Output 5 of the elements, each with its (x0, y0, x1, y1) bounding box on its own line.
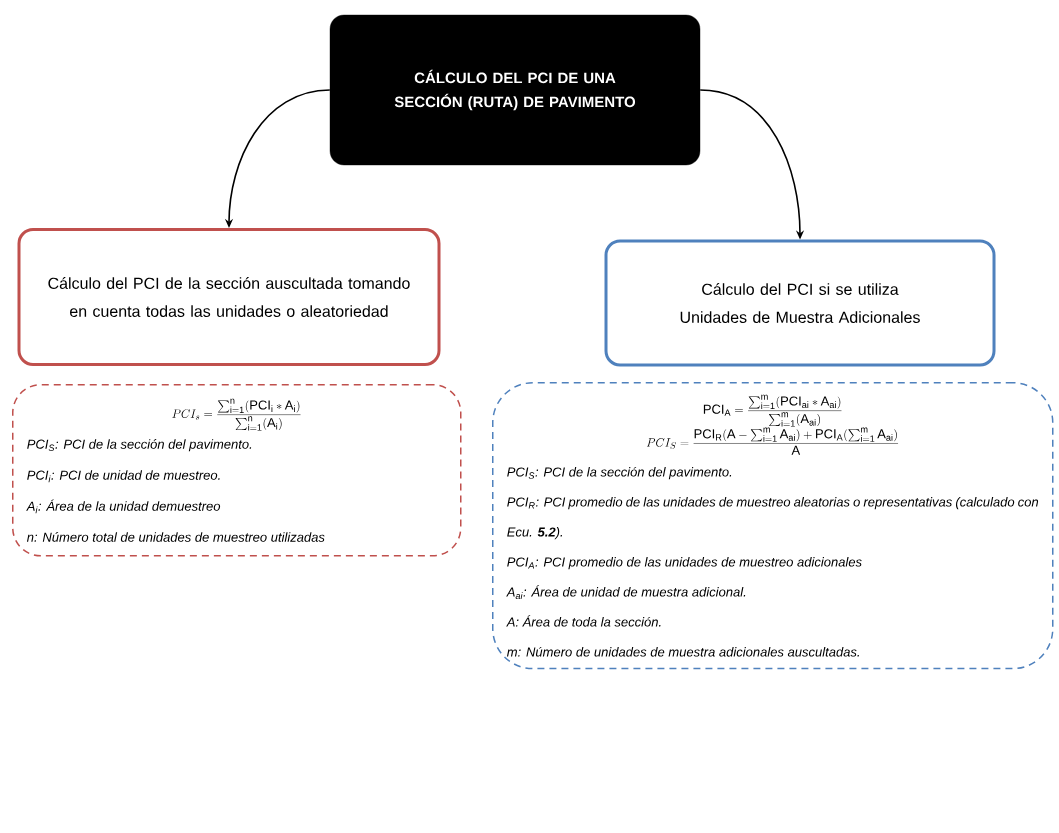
process-box: Cálculo del PCI si se utiliza Unidades de Muestra Adicionales (604, 239, 996, 367)
formula-box: $\mathrm{PCI_A} = \frac{\sum\nolimits_{\mathrm{i=1}}^{\mathrm{m}}(\mathrm{PCI_{ai}} * \mathrm{A_{ai}})}{\sum\nolimits_{\mathrm{i=1}}^{\mathrm{m}}(\mathrm{A_{ai}})}$ $PCI_S = \frac{\mathrm{PCI_R}(\mathrm{A} - \sum\nolimits_{\mathrm{i=1}}^{\mathrm{m}}\mathrm{A_{ai}}) + \mathrm{PCI_A}(\sum\nolimits_{\mathrm{i=1}}^{\mathrm{m}}\mathrm{A_{ai}})}{\mathrm{A}}$ PCI$_{S}$: PCI de la sección del pavimento. PCI$_{R}$: PCI promedio de las unidades de muestreo aleatorias o representativas (calculado con Ecu. 5.2). PCI$_{A}$: PCI promedio de las unidades de muestreo adicionales A$_{ai}$: Área de unidad de muestra adicional. A: Área de toda la sección. m: Número de unidades de muestra adicionales auscultadas. (492, 382, 1054, 670)
process-box: Cálculo del PCI de la sección auscultada tomando en cuenta todas las unidades o aleatoriedad (17, 228, 441, 366)
formula-box: $PCI_s = \frac{\sum\nolimits_{\mathrm{i=1}}^{\mathrm{n}}(\mathrm{PCI_i} * \mathrm{A_i})}{\sum\nolimits_{\mathrm{i=1}}^{\mathrm{n}}(\mathrm{A_i})}$ PCI$_{S}$: PCI de la sección del pavimento. PCI$_{i}$: PCI de unidad de muestreo. A$_{i}$: Área de la unidad demuestreo n: Número total de unidades de muestreo utilizadas (12, 384, 462, 557)
title-box: CÁLCULO DEL PCI DE UNA SECCIÓN (RUTA) DE PAVIMENTO (329, 14, 701, 166)
